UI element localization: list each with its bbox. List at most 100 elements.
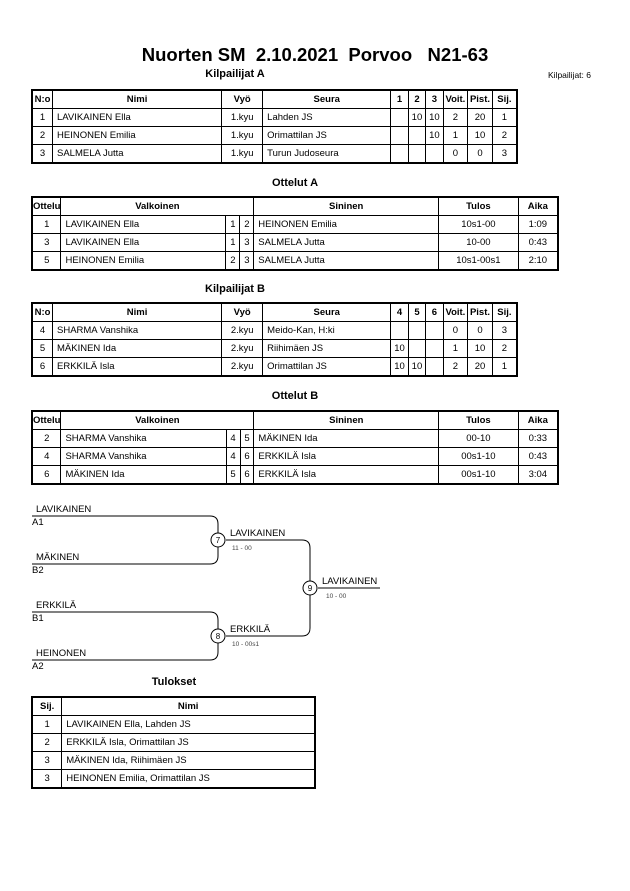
wins: 1: [442, 339, 469, 358]
score-cell: [425, 339, 444, 358]
white-number: 2: [225, 251, 241, 271]
white-competitor: HEINONEN Emilia: [60, 251, 227, 271]
match-circle: [210, 628, 226, 644]
placement: 2: [31, 733, 63, 752]
score-cell: 10: [407, 108, 427, 127]
belt: 1.kyu: [221, 144, 264, 164]
final-winner: LAVIKAINEN: [322, 576, 377, 587]
blue-competitor: MÄKINEN Ida: [253, 429, 440, 448]
score-cell: 10: [425, 126, 444, 145]
match-time: 0:43: [517, 233, 559, 252]
score-cell: [390, 321, 409, 340]
col-header: Sij.: [491, 89, 518, 109]
match-number-label: 8: [216, 632, 221, 641]
final-score: 10 - 00: [326, 593, 347, 600]
blue-competitor: ERKKILÄ Isla: [253, 447, 440, 466]
placement: 1: [31, 715, 63, 734]
col-header: Seura: [262, 302, 392, 322]
col-header: Pist.: [467, 89, 493, 109]
competitor-number: 5: [31, 339, 53, 358]
table-row: 5 HEINONEN Emilia 2 3 SALMELA Jutta 10s1…: [31, 251, 559, 271]
col-header: Aika: [517, 410, 559, 430]
score-cell: [390, 144, 409, 164]
semifinal-score: 10 - 00s1: [232, 641, 259, 648]
match-time: 3:04: [517, 465, 559, 485]
match-number: 1: [31, 215, 62, 234]
score-cell: 10: [407, 357, 427, 377]
table-row: 1 LAVIKAINEN Ella 1.kyu Lahden JS 10 10 …: [31, 108, 518, 127]
col-header: 5: [407, 302, 427, 322]
wins: 0: [442, 321, 469, 340]
score-cell: 10: [425, 108, 444, 127]
match-time: 0:43: [517, 447, 559, 466]
score-cell: [425, 357, 444, 377]
col-header: 4: [390, 302, 409, 322]
wins: 2: [442, 357, 469, 377]
knockout-bracket: LAVIKAINEN A1 MÄKINEN B2 ERKKILÄ B1 HEIN…: [32, 504, 380, 672]
placement: 3: [491, 321, 518, 340]
col-header: Tulos: [438, 196, 519, 216]
col-header: 1: [390, 89, 409, 109]
result-name: LAVIKAINEN Ella, Lahden JS: [61, 715, 316, 734]
col-header: Sij.: [31, 696, 63, 716]
score-cell: [407, 144, 427, 164]
semifinal-score: 11 - 00: [232, 545, 252, 552]
white-competitor: SHARMA Vanshika: [60, 447, 227, 466]
col-header: 6: [425, 302, 444, 322]
points: 20: [467, 108, 493, 127]
matches-b-header: Ottelu Valkoinen Sininen Tulos Aika: [31, 410, 559, 430]
white-number: 1: [225, 215, 241, 234]
match-time: 2:10: [517, 251, 559, 271]
club: Orimattilan JS: [262, 357, 392, 377]
page-title: Nuorten SM 2.10.2021 Porvoo N21-63: [141, 44, 489, 65]
col-header: 3: [425, 89, 444, 109]
col-header: Nimi: [51, 89, 223, 109]
club: Riihimäen JS: [262, 339, 392, 358]
competitor-number: 2: [31, 126, 53, 145]
score-cell: 10: [390, 339, 409, 358]
col-header: Vyö: [221, 302, 264, 322]
belt: 2.kyu: [221, 357, 264, 377]
white-number: 4: [225, 447, 241, 466]
col-header: Valkoinen: [60, 410, 255, 430]
competitor-name: LAVIKAINEN Ella: [51, 108, 223, 127]
col-header: Valkoinen: [60, 196, 255, 216]
white-competitor: SHARMA Vanshika: [60, 429, 227, 448]
score-cell: 10: [390, 357, 409, 377]
col-header: 2: [407, 89, 427, 109]
match-number-label: 7: [216, 536, 221, 545]
points: 0: [467, 321, 493, 340]
belt: 2.kyu: [221, 321, 264, 340]
col-header: Voit.: [442, 302, 469, 322]
blue-competitor: ERKKILÄ Isla: [253, 465, 440, 485]
table-row: 4 SHARMA Vanshika 4 6 ERKKILÄ Isla 00s1-…: [31, 447, 559, 466]
score-cell: [407, 126, 427, 145]
match-time: 1:09: [517, 215, 559, 234]
competitor-number: 6: [31, 357, 53, 377]
placement: 2: [491, 126, 518, 145]
matches-b-table: Ottelu Valkoinen Sininen Tulos Aika 2 SH…: [31, 410, 559, 485]
result-name: ERKKILÄ Isla, Orimattilan JS: [61, 733, 316, 752]
matches-a-table: Ottelu Valkoinen Sininen Tulos Aika 1 LA…: [31, 196, 559, 271]
white-competitor: LAVIKAINEN Ella: [60, 233, 227, 252]
score-cell: [407, 321, 427, 340]
bracket-entry-seed: B1: [32, 613, 44, 624]
match-number-label: 9: [308, 584, 313, 593]
matches-b-title: Ottelut B: [271, 390, 319, 402]
col-header: Seura: [262, 89, 392, 109]
pool-b-title: Kilpailijat B: [205, 283, 265, 295]
match-time: 0:33: [517, 429, 559, 448]
result-name: MÄKINEN Ida, Riihimäen JS: [61, 751, 316, 770]
col-header: Aika: [517, 196, 559, 216]
results-header: Sij. Nimi: [31, 696, 316, 716]
placement: 3: [31, 751, 63, 770]
blue-competitor: SALMELA Jutta: [253, 233, 440, 252]
blue-number: 5: [239, 429, 255, 448]
competitor-number: 1: [31, 108, 53, 127]
points: 10: [467, 339, 493, 358]
bracket-entry-name: ERKKILÄ: [36, 600, 77, 611]
belt: 2.kyu: [221, 339, 264, 358]
matches-a-title: Ottelut A: [271, 177, 319, 189]
score-cell: [425, 321, 444, 340]
white-number: 4: [225, 429, 241, 448]
